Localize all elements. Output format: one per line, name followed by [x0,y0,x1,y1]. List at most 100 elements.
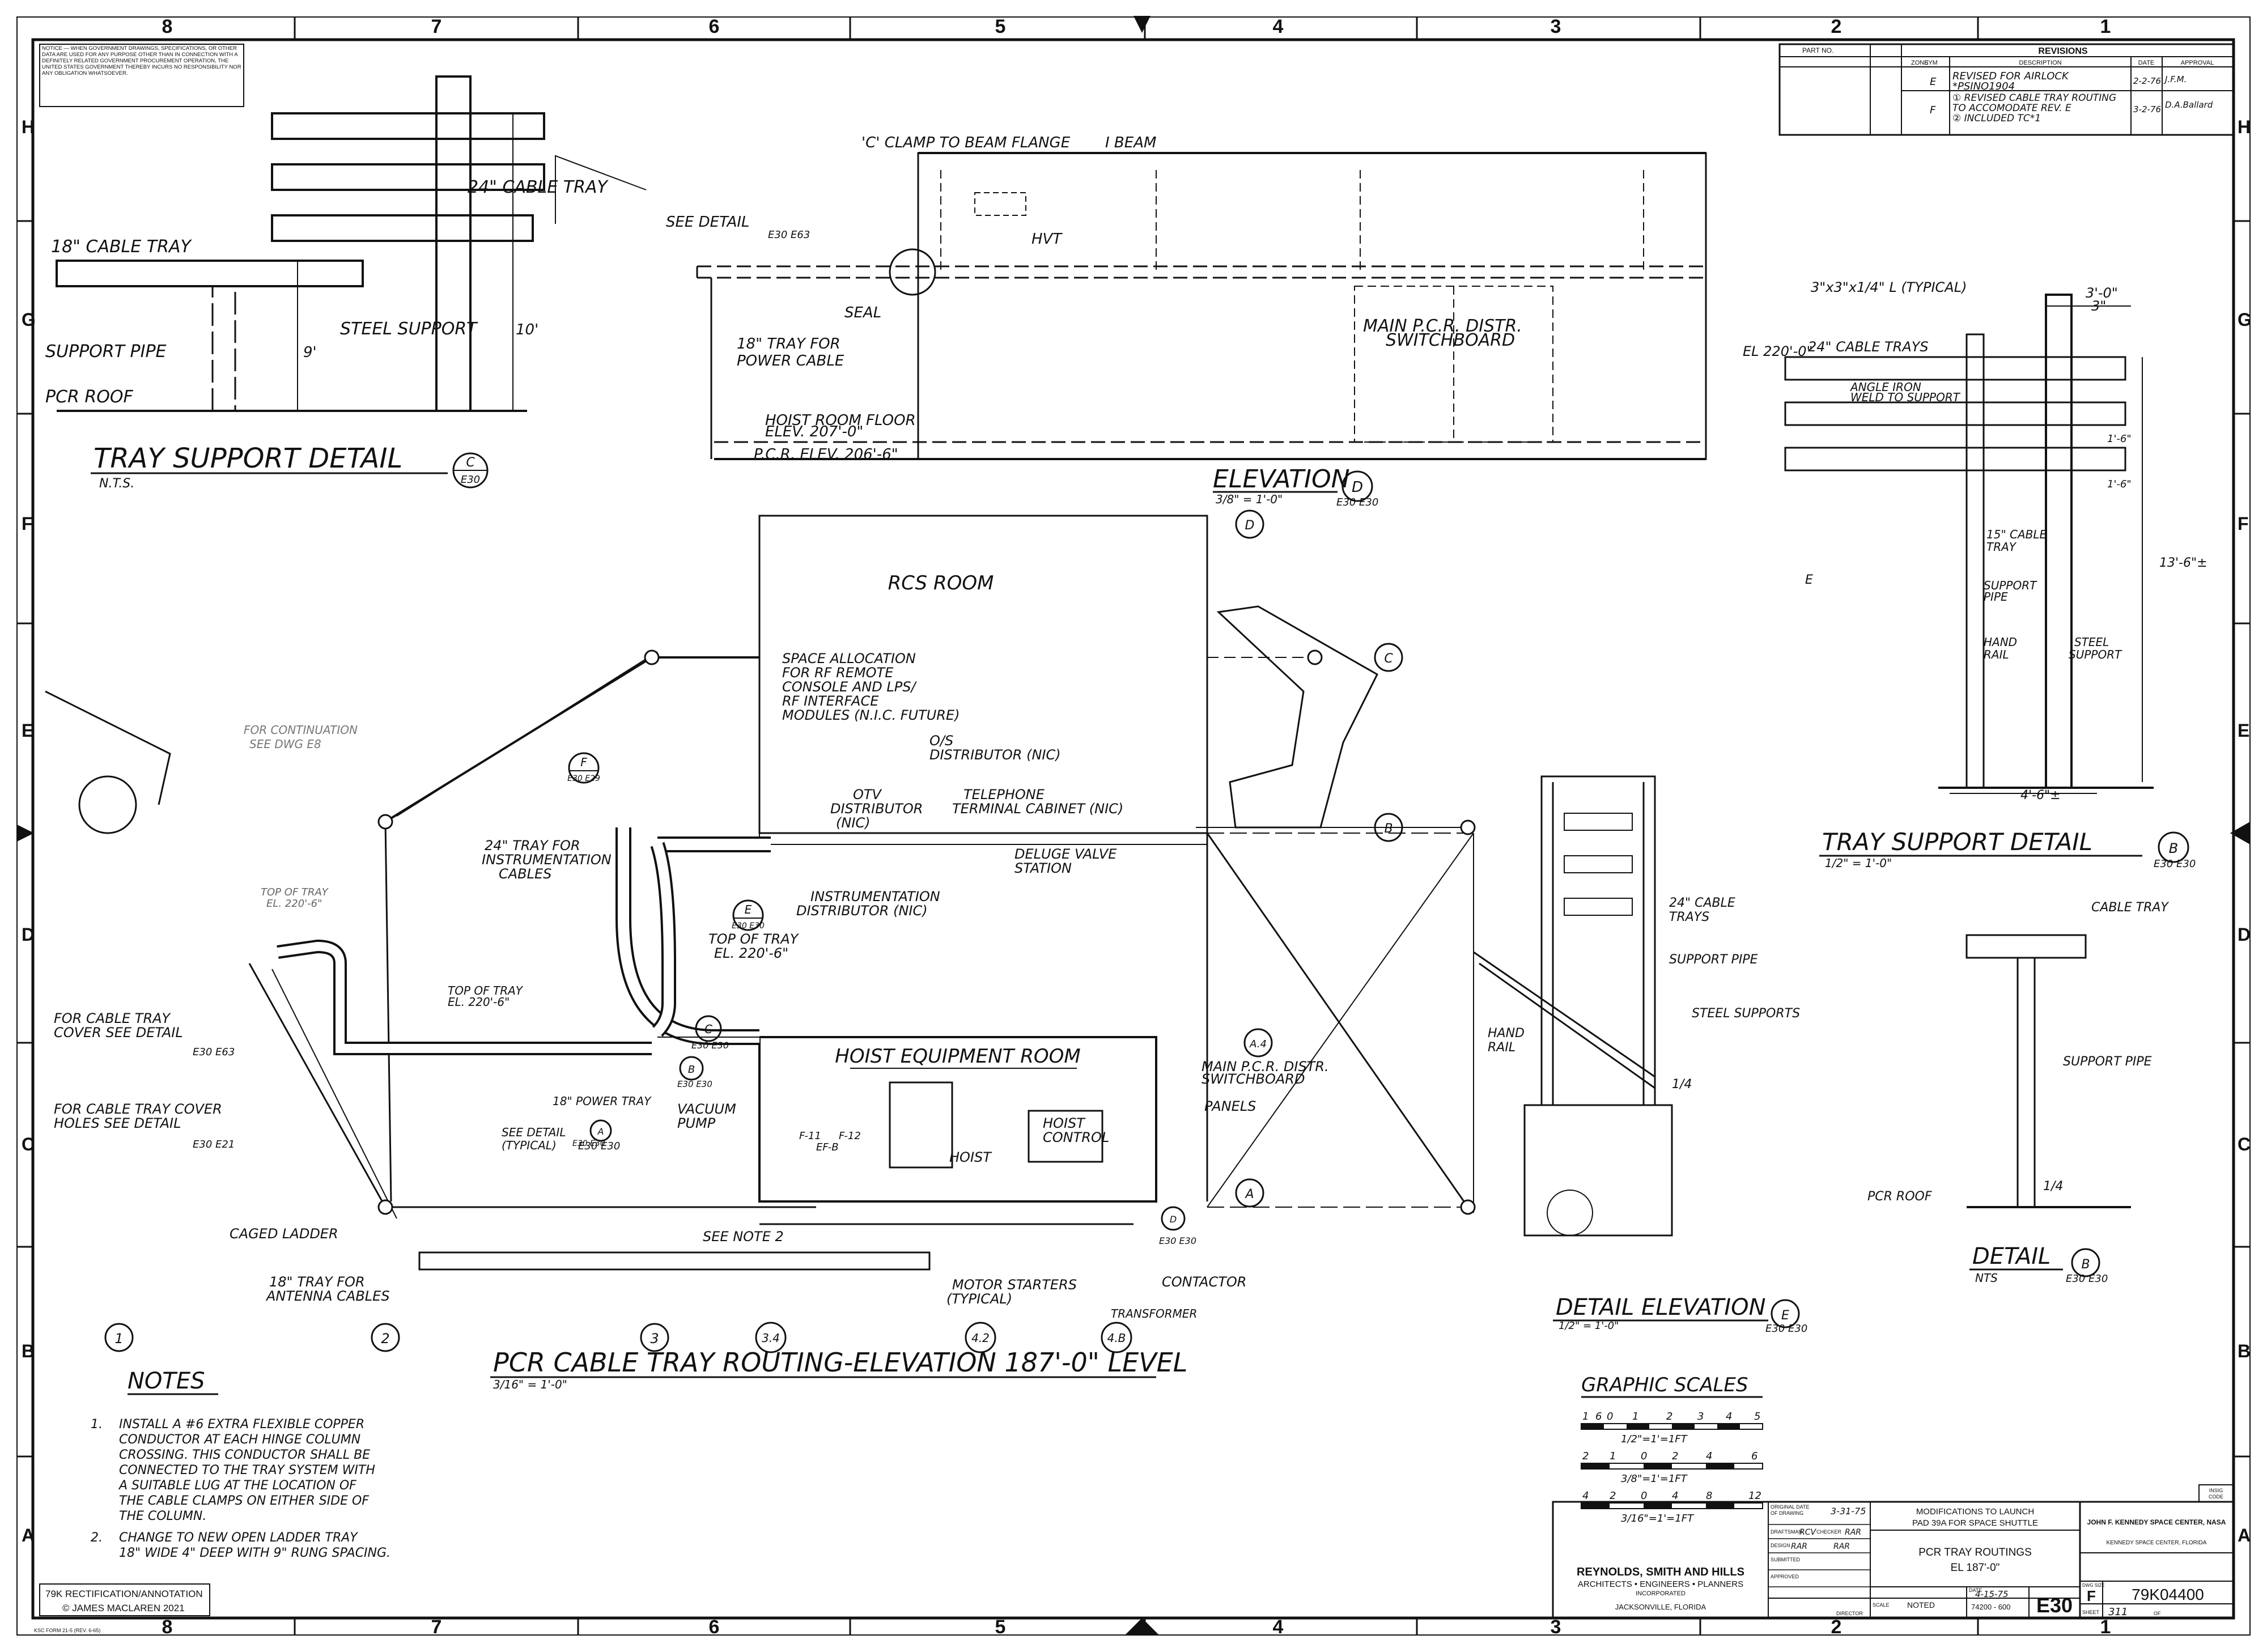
date-value: 4-15-75 [1975,1589,2009,1599]
plan-ref-bubbles: F E30 E29 E E30 E30 C E30 E30 B E30 E30 … [567,752,1196,1246]
tsd-b-dim3: 3" [2091,298,2106,314]
firm-city: JACKSONVILLE, FLORIDA [1615,1603,1706,1611]
tsd-c-bubble-bottom: E30 [461,474,480,486]
tsd-b-support-pipe2: PIPE [1984,590,2008,604]
rev-e-date: 2-2-76 [2133,76,2161,86]
zone-col-4-bottom: 4 [1273,1616,1284,1638]
lbl-toptray5: TOP OF TRAY [261,886,329,898]
lbl-ois1: O/S [929,733,953,749]
grid-bubble-4-2: 4.2 [971,1331,990,1345]
note-1-line3: CROSSING. THIS CONDUCTOR SHALL BE [119,1448,370,1462]
lbl-motor1: MOTOR STARTERS [952,1277,1077,1293]
det-e-hand1: HAND [1488,1026,1525,1041]
note-1-num: 1. [91,1417,103,1432]
part-no-label: PART NO. [1802,46,1833,54]
lbl-instr1: INSTRUMENTATION [810,889,940,904]
checked-label: CHECKER [1816,1529,1842,1535]
gs-r1-t0: 1 [1582,1411,1589,1422]
det-e-sheet-a: E30 [1765,1323,1785,1335]
zone-row-f-right: F [2238,513,2249,534]
lbl-space4: RF INTERFACE [782,693,879,709]
center-arrow-top [1134,16,1151,33]
project-line2: PAD 39A FOR SPACE SHUTTLE [1912,1518,2038,1528]
lbl-cont2: SEE DWG E8 [249,737,321,751]
note-1-line6: THE CABLE CLAMPS ON EITHER SIDE OF [119,1494,369,1508]
tsd-b-trays24: 24" CABLE TRAYS [1808,339,1929,355]
elev-d-seal: SEAL [844,304,881,321]
rev-f-desc2: TO ACCOMODATE REV. E [1952,103,2071,114]
note-1-line1: INSTALL A #6 EXTRA FLEXIBLE COPPER [119,1417,364,1432]
orig-date-label2: OF DRAWING [1771,1510,1803,1516]
lbl-ant2: ANTENNA CABLES [265,1288,390,1304]
title-block: INSIG CODE REYNOLDS, SMITH AND HILLS ARC… [1552,1484,2234,1619]
zone-row-h: H [22,117,35,137]
tsd-c-title: TRAY SUPPORT DETAIL [94,443,402,474]
cable-tray-plan: 1 2 3 3.4 4.2 4.B A A.4 B C D RCS ROOM H… [45,509,1476,1391]
insig-label1: INSIG [2209,1488,2223,1493]
dwg-size: F [2087,1587,2096,1604]
tsd-b-title: TRAY SUPPORT DETAIL [1822,828,2092,856]
graphic-scales: GRAPHIC SCALES 1 6 0 1 2 3 4 5 1/2"=1'=1… [1581,1374,1763,1524]
tsd-b-bubble: B [2169,840,2178,856]
lbl-tray24-3: CABLES [499,866,551,882]
plan-labels: SPACE ALLOCATION FOR RF REMOTE CONSOLE A… [54,651,1329,1320]
gs-r2-t4: 4 [1706,1450,1712,1462]
lbl-toptray2: EL. 220'-6" [714,945,788,961]
notice-block: NOTICE — WHEN GOVERNMENT DRAWINGS, SPECI… [39,44,244,107]
director-label: DIRECTOR [1836,1611,1863,1616]
rev-header-desc: DESCRIPTION [2019,60,2061,66]
gs-r1-t2: 0 [1607,1411,1613,1422]
credit-box: 79K RECTIFICATION/ANNOTATION © JAMES MAC… [39,1583,210,1616]
gs-r1-t7: 5 [1754,1411,1760,1422]
zone-row-d: D [22,924,35,945]
tsd-b-dim16a: 1'-6" [2107,433,2132,445]
tsd-c-tray18: 18" CABLE TRAY [51,237,192,257]
det-e-sheet-b: E30 [1788,1323,1807,1335]
tsd-b-dim16b: 1'-6" [2107,478,2132,490]
ref-e-top: E [745,903,752,916]
gs-r1-t3: 1 [1632,1411,1638,1422]
tsd-c-bubble-top: C [466,456,475,470]
tsd-b-support-pipe1: SUPPORT [1984,579,2037,592]
lbl-space5: MODULES (N.I.C. FUTURE) [782,707,960,723]
note-1-line2: CONDUCTOR AT EACH HINGE COLUMN [119,1433,360,1447]
elev-d-clamp: 'C' CLAMP TO BEAM FLANGE [861,134,1071,151]
lbl-tel1: TELEPHONE [963,787,1045,802]
tsd-c-tray24: 24" CABLE TRAY [468,177,609,197]
zone-col-5-bottom: 5 [995,1616,1006,1638]
orig-date: 3-31-75 [1831,1506,1866,1517]
note-2-line2: 18" WIDE 4" DEEP WITH 9" RUNG SPACING. [119,1546,390,1560]
zone-col-1-bottom: 1 [2100,1616,2111,1638]
ref-f-top: F [580,755,587,769]
grid-bubble-3: 3 [650,1331,659,1347]
gs-r3-t5: 12 [1748,1490,1761,1502]
zone-col-3-bottom: 3 [1551,1616,1561,1638]
lbl-vac2: PUMP [677,1115,716,1131]
tsd-b-dim30: 3'-0" [2086,285,2118,301]
det-b-scale: NTS [1975,1271,1998,1285]
ref-a2: E30 E30 [572,1139,605,1148]
ref-f-bot: E30 E29 [567,774,600,783]
zone-col-2-bottom: 2 [1831,1616,1842,1638]
scale-value: NOTED [1907,1600,1935,1609]
tsd-b-angle-iron2: WELD TO SUPPORT [1850,390,1961,404]
tsd-b-steel2: SUPPORT [2069,648,2122,661]
center-arrow-bottom [1125,1618,1159,1635]
row-bubble-d: D [1245,519,1255,533]
tsd-b-dim13: 13'-6"± [2159,556,2207,570]
row-bubble-a: A [1244,1187,1254,1201]
zone-labels-bottom: 8 7 6 5 4 3 2 1 [162,1616,2111,1638]
lbl-contactor: CONTACTOR [1162,1274,1246,1290]
elev-d-hoist-floor1: HOIST ROOM FLOOR [765,412,916,429]
rev-header-date: DATE [2138,60,2155,66]
det-b-pcr-roof: PCR ROOF [1867,1190,1932,1204]
lbl-f11: F-11 [799,1130,821,1142]
rev-f-date: 3-2-76 [2133,104,2161,114]
lbl-hoist-ctl2: CONTROL [1043,1129,1109,1145]
sheet-label: SHEET [2082,1609,2100,1615]
note-2-line1: CHANGE TO NEW OPEN LADDER TRAY [119,1531,358,1545]
gs-r2-t2: 0 [1641,1450,1647,1462]
det-b-sheet-a: E30 [2066,1273,2085,1285]
rev-e-sym: E [1930,76,1937,88]
